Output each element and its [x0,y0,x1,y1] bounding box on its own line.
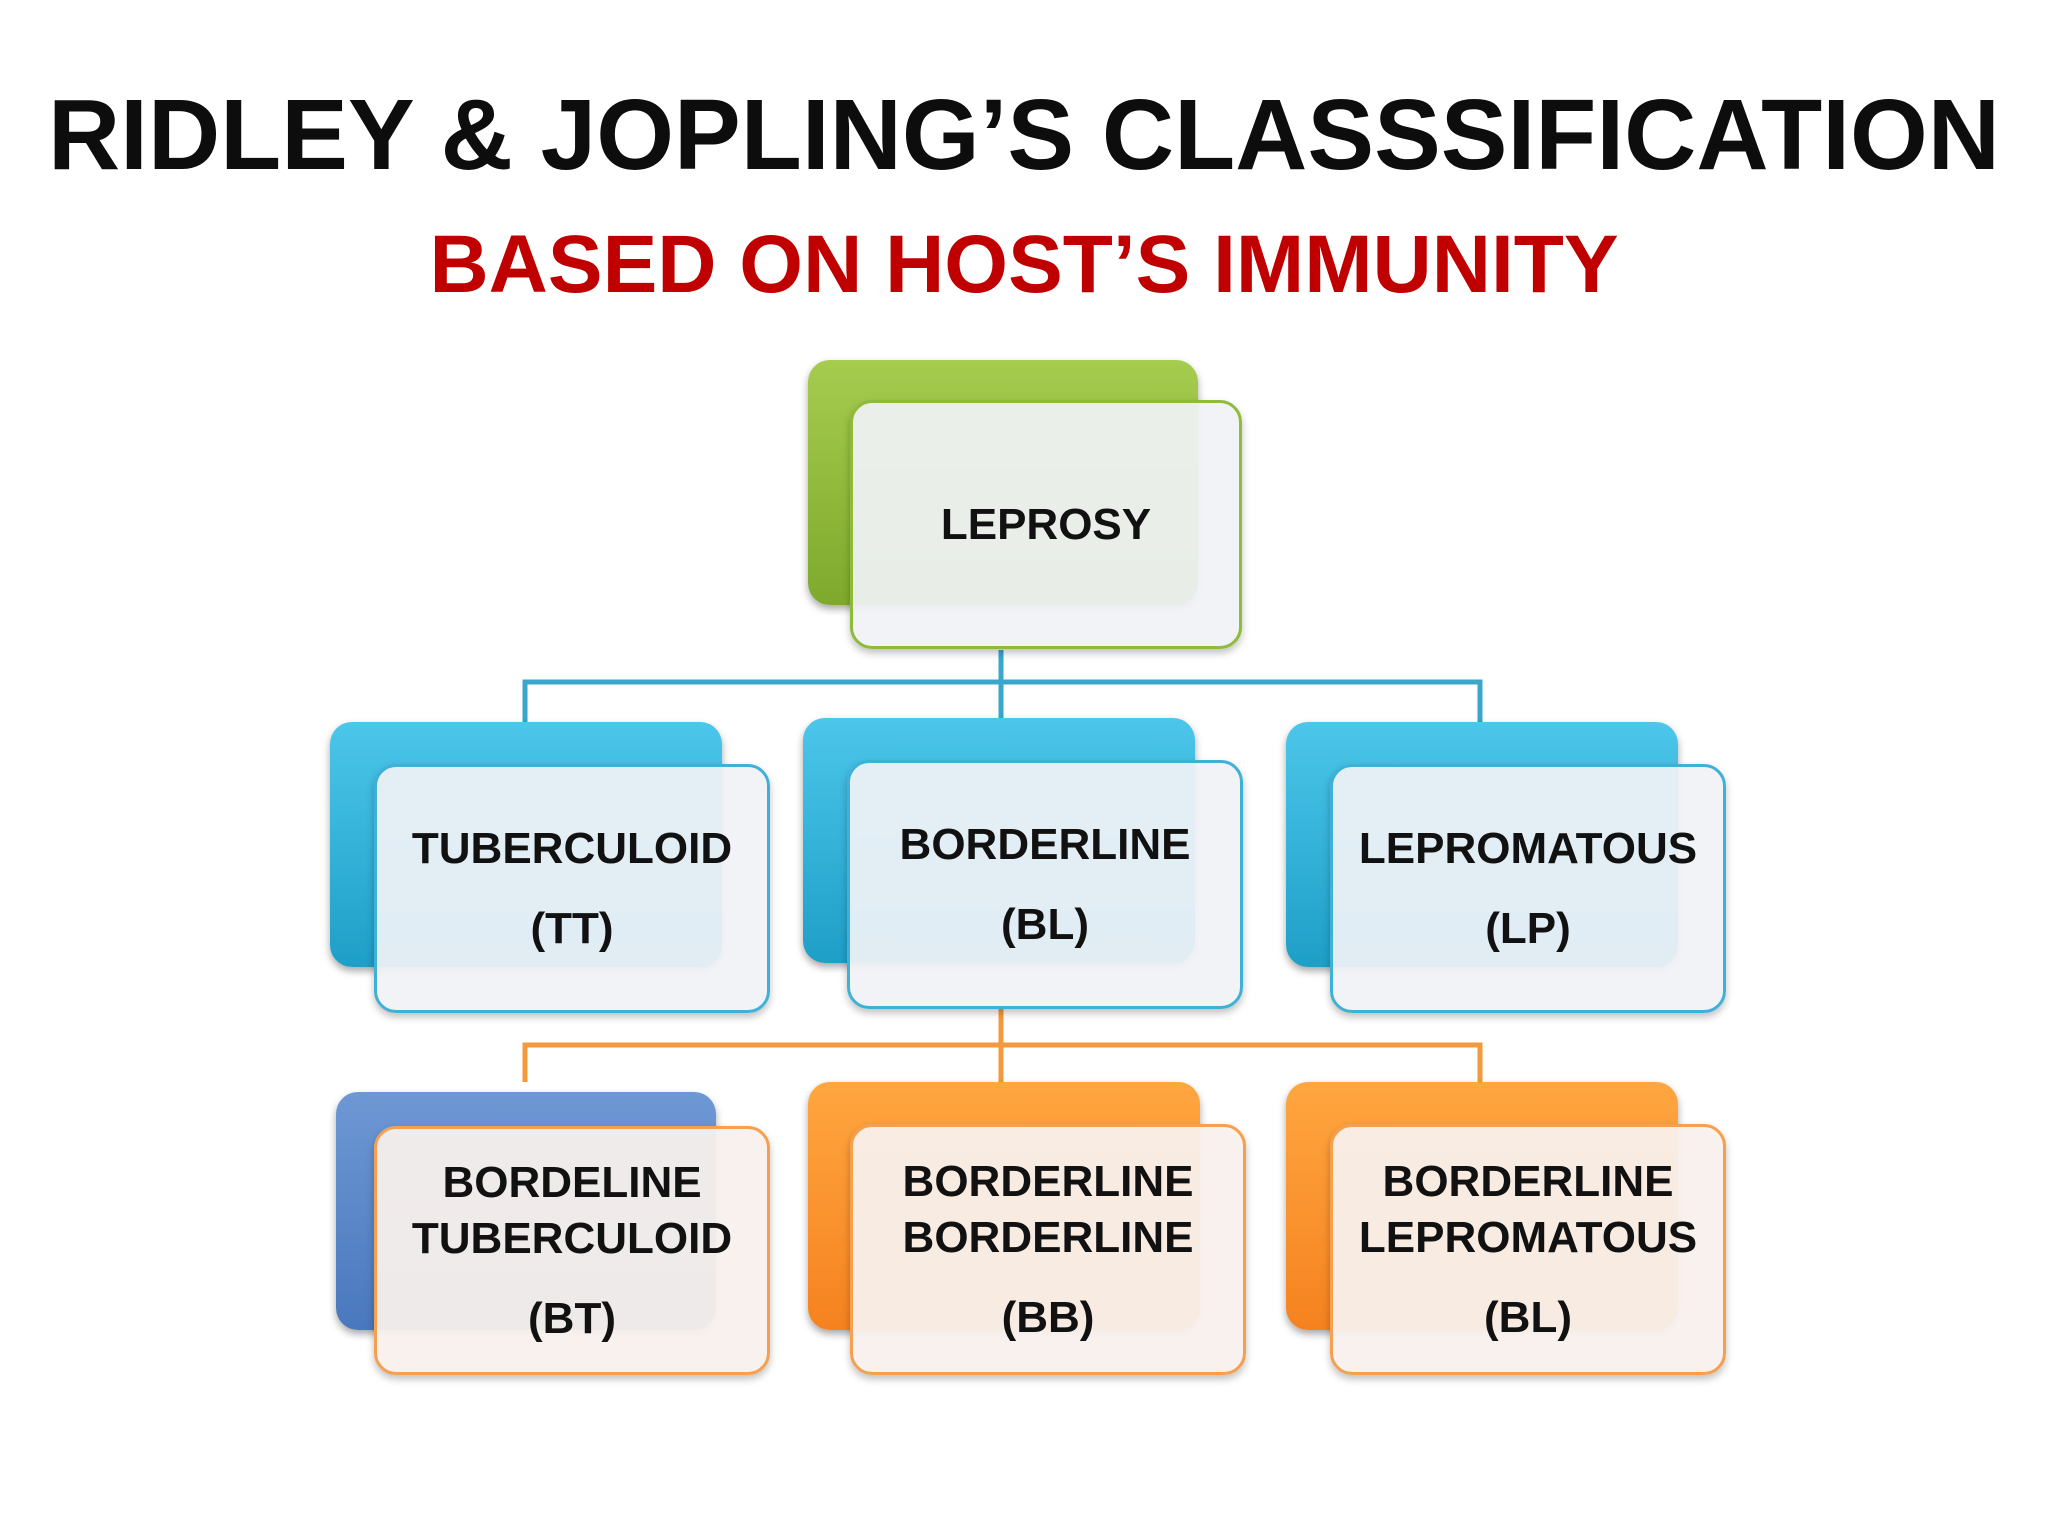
node-leprosy-front: LEPROSY [850,400,1242,649]
node-borderline-name: BORDERLINE [899,819,1191,869]
node-tuberculoid: TUBERCULOID (TT) [330,722,770,1013]
node-bt-line2: TUBERCULOID [411,1213,733,1263]
node-lepromatous: LEPROMATOUS (LP) [1286,722,1726,1013]
node-tuberculoid-abbr: (TT) [530,903,614,953]
node-bl-line1: BORDERLINE [1382,1156,1674,1206]
node-borderline-tuberculoid-front: BORDELINE TUBERCULOID (BT) [374,1126,770,1375]
node-lepromatous-abbr: (LP) [1485,903,1571,953]
node-bt-abbr: (BT) [528,1293,616,1343]
node-borderline-tuberculoid: BORDELINE TUBERCULOID (BT) [336,1092,772,1382]
node-borderline-borderline-front: BORDERLINE BORDERLINE (BB) [850,1124,1246,1375]
node-tuberculoid-front: TUBERCULOID (TT) [374,764,770,1013]
node-lepromatous-front: LEPROMATOUS (LP) [1330,764,1726,1013]
node-borderline-front: BORDERLINE (BL) [847,760,1243,1009]
node-bb-abbr: (BB) [1001,1292,1095,1342]
node-borderline-lepromatous-front: BORDERLINE LEPROMATOUS (BL) [1330,1124,1726,1375]
node-leprosy-label: LEPROSY [940,499,1152,549]
node-bl-abbr: (BL) [1484,1292,1572,1342]
node-borderline-lepromatous: BORDERLINE LEPROMATOUS (BL) [1286,1082,1726,1378]
node-tuberculoid-name: TUBERCULOID [411,823,733,873]
node-borderline-abbr: (BL) [1001,899,1089,949]
node-borderline-borderline: BORDERLINE BORDERLINE (BB) [808,1082,1248,1378]
node-leprosy: LEPROSY [808,360,1243,650]
node-bb-line2: BORDERLINE [902,1212,1194,1262]
node-bt-line1: BORDELINE [442,1157,702,1207]
node-bl-line2: LEPROMATOUS [1358,1212,1698,1262]
connector-root-to-level1 [522,650,1483,722]
node-lepromatous-name: LEPROMATOUS [1358,823,1698,873]
node-bb-line1: BORDERLINE [902,1156,1194,1206]
connector-borderline-to-level2 [522,1006,1483,1082]
page-subtitle: BASED ON HOST’S IMMUNITY [429,219,1619,310]
page-title: RIDLEY & JOPLING’S CLASSSIFICATION [47,79,2001,191]
node-borderline: BORDERLINE (BL) [803,718,1243,1009]
